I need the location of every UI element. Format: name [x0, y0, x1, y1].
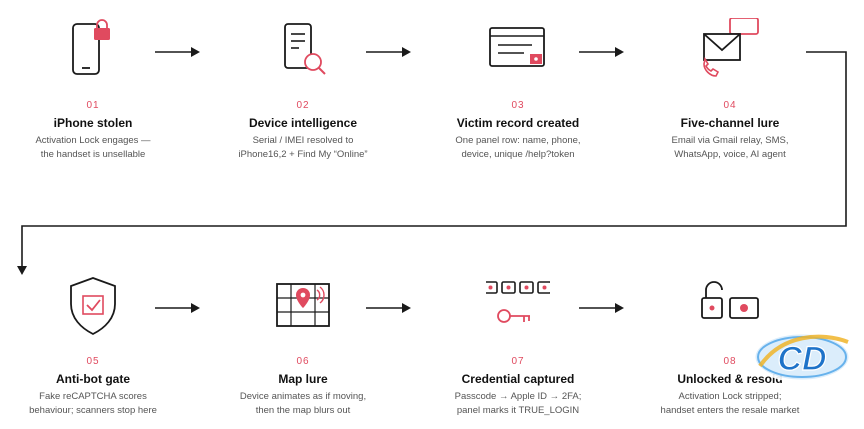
- step-desc: behaviour; scanners stop here: [29, 405, 157, 416]
- step-number: 06: [296, 356, 310, 367]
- step-05: 05 Anti-bot gate Fake reCAPTCHA scores b…: [0, 274, 193, 418]
- document-search-icon: [284, 23, 326, 75]
- step-title: iPhone stolen: [53, 116, 133, 130]
- flow-arrow: [155, 47, 200, 57]
- step-number: 01: [86, 100, 100, 111]
- cd-logo-icon: CD: [752, 331, 852, 383]
- step-number: 02: [296, 100, 310, 111]
- step-title: Credential captured: [461, 372, 575, 386]
- flow-arrow: [366, 47, 411, 57]
- step-07: 07 Credential captured Passcode → Apple …: [418, 274, 618, 418]
- step-title: Victim record created: [456, 116, 580, 130]
- step-number: 04: [723, 100, 737, 111]
- step-desc: Activation Lock stripped;: [678, 391, 782, 402]
- step-desc: handset enters the resale market: [660, 405, 800, 416]
- flow-arrow: [366, 303, 411, 313]
- passcode-key-icon: [486, 281, 550, 323]
- step-number: 08: [723, 356, 737, 367]
- unlocked-padlock-icon: [701, 281, 759, 319]
- step-title: Anti-bot gate: [56, 372, 130, 386]
- step-title: Map lure: [278, 372, 328, 386]
- step-desc: Fake reCAPTCHA scores: [39, 391, 147, 402]
- step-desc: Email via Gmail relay, SMS,: [671, 135, 789, 146]
- step-desc: the handset is unsellable: [40, 149, 146, 160]
- step-02: 02 Device intelligence Serial / IMEI res…: [203, 18, 403, 162]
- step-title: Unlocked & resold: [677, 372, 783, 386]
- step-06: 06 Map lure Device animates as if moving…: [203, 274, 403, 418]
- step-desc: device, unique /help?token: [461, 149, 575, 160]
- locked-phone-icon: [72, 19, 110, 75]
- step-desc: panel marks it TRUE_LOGIN: [456, 405, 580, 416]
- step-number: 05: [86, 356, 100, 367]
- watermark-text: CD: [777, 340, 826, 378]
- step-desc: Device animates as if moving,: [239, 391, 367, 402]
- shield-check-icon: [70, 277, 116, 336]
- flow-arrow: [155, 303, 200, 313]
- step-title: Five-channel lure: [680, 116, 780, 130]
- flow-arrow: [579, 47, 624, 57]
- record-panel-icon: [489, 27, 545, 67]
- step-number: 03: [511, 100, 525, 111]
- step-desc: One panel row: name, phone,: [455, 135, 581, 146]
- step-desc: Passcode → Apple ID → 2FA;: [454, 391, 582, 402]
- flow-arrow: [579, 303, 624, 313]
- step-desc: then the map blurs out: [255, 405, 351, 416]
- step-desc: WhatsApp, voice, AI agent: [674, 149, 786, 160]
- step-04: 04 Five-channel lure Email via Gmail rel…: [630, 18, 830, 162]
- step-08: 08 Unlocked & resold Activation Lock str…: [630, 274, 830, 418]
- step-03: 03 Victim record created One panel row: …: [418, 18, 618, 162]
- step-title: Device intelligence: [248, 116, 358, 130]
- map-pin-icon: [276, 283, 330, 327]
- step-number: 07: [511, 356, 525, 367]
- step-desc: Activation Lock engages —: [35, 135, 151, 146]
- step-desc: iPhone16,2 + Find My “Online”: [238, 149, 368, 160]
- step-01: 01 iPhone stolen Activation Lock engages…: [0, 18, 193, 162]
- step-desc: Serial / IMEI resolved to: [252, 135, 354, 146]
- multichannel-icon: [703, 18, 759, 77]
